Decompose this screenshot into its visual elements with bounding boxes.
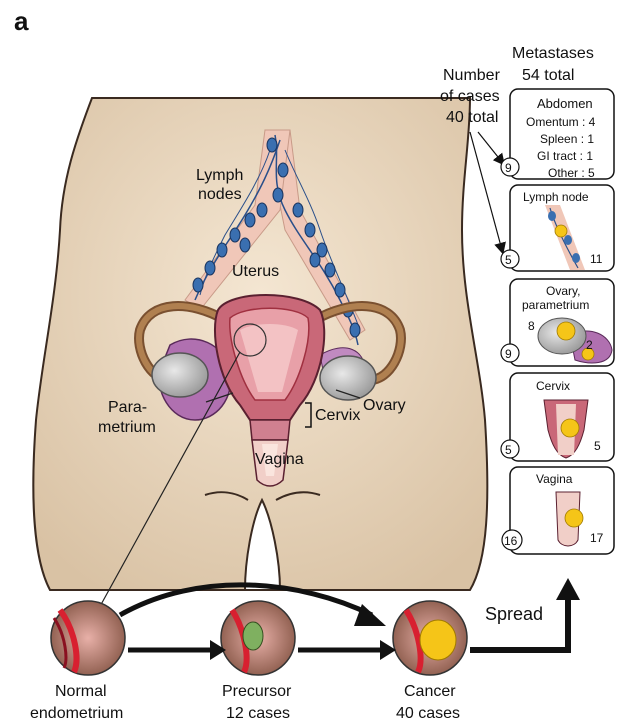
cases-header-3: 40 total bbox=[446, 109, 498, 126]
label-precursor-1: Precursor bbox=[222, 683, 292, 700]
lymph-node-cases: 5 bbox=[505, 253, 512, 267]
abdomen-line-1: Omentum : 4 bbox=[526, 115, 596, 129]
spread-label: Spread bbox=[485, 604, 543, 624]
metastases-total: 54 total bbox=[522, 67, 574, 84]
label-normal-1: Normal bbox=[55, 683, 107, 700]
progression-precursor-circle bbox=[220, 600, 296, 676]
cervix-cases: 5 bbox=[505, 443, 512, 457]
ovary-left bbox=[151, 352, 209, 398]
ovary-count-a: 8 bbox=[528, 319, 535, 333]
label-parametrium-2: metrium bbox=[98, 419, 156, 436]
ovary-title-1: Ovary, bbox=[546, 284, 580, 298]
label-parametrium-1: Para- bbox=[108, 399, 147, 416]
lymph-node-markers bbox=[192, 137, 361, 338]
cervix-count: 5 bbox=[594, 439, 601, 453]
metastasis-box-abdomen: Abdomen Omentum : 4 Spleen : 1 GI tract … bbox=[500, 88, 615, 180]
label-lymph-nodes-2: nodes bbox=[198, 186, 242, 203]
metastasis-box-lymph-node: Lymph node 11 5 bbox=[500, 184, 615, 272]
metastases-title: Metastases bbox=[512, 45, 594, 62]
metastasis-box-vagina: Vagina 17 16 bbox=[501, 466, 615, 555]
abdomen-title: Abdomen bbox=[537, 96, 593, 111]
label-normal-2: endometrium bbox=[30, 705, 123, 722]
progression-normal-circle bbox=[50, 600, 126, 676]
label-uterus: Uterus bbox=[232, 263, 279, 280]
cervix bbox=[249, 419, 291, 441]
label-ovary: Ovary bbox=[363, 397, 406, 414]
cases-header-2: of cases bbox=[440, 88, 500, 105]
label-precursor-2: 12 cases bbox=[226, 705, 290, 722]
label-cancer-1: Cancer bbox=[404, 683, 456, 700]
panel-label: a bbox=[14, 6, 29, 36]
lymph-node-title: Lymph node bbox=[523, 190, 589, 204]
vagina-cases: 16 bbox=[504, 534, 518, 548]
abdomen-line-3: GI tract : 1 bbox=[537, 149, 593, 163]
metastasis-box-ovary: Ovary, parametrium 8 2 9 bbox=[500, 278, 615, 367]
lymph-node-count: 11 bbox=[590, 252, 603, 266]
abdomen-line-4: Other : 5 bbox=[548, 166, 595, 180]
label-lymph-nodes-1: Lymph bbox=[196, 167, 243, 184]
cases-header-1: Number bbox=[443, 67, 501, 84]
progression-arrows bbox=[118, 578, 580, 660]
vagina-count: 17 bbox=[590, 531, 604, 545]
ovary-count-b: 2 bbox=[586, 338, 593, 352]
leg-gap bbox=[243, 497, 282, 591]
label-vagina: Vagina bbox=[255, 451, 304, 468]
abdomen-cases: 9 bbox=[505, 161, 512, 175]
ovary-cases: 9 bbox=[505, 347, 512, 361]
vagina-title: Vagina bbox=[536, 472, 573, 486]
abdomen-line-2: Spleen : 1 bbox=[540, 132, 594, 146]
metastasis-box-cervix: Cervix 5 5 bbox=[500, 372, 615, 462]
label-cancer-2: 40 cases bbox=[396, 705, 460, 722]
ovary-title-2: parametrium bbox=[522, 298, 589, 312]
ovary-right bbox=[319, 355, 377, 401]
label-cervix: Cervix bbox=[315, 407, 360, 424]
progression-cancer-circle bbox=[392, 600, 468, 676]
cervix-title: Cervix bbox=[536, 379, 570, 393]
